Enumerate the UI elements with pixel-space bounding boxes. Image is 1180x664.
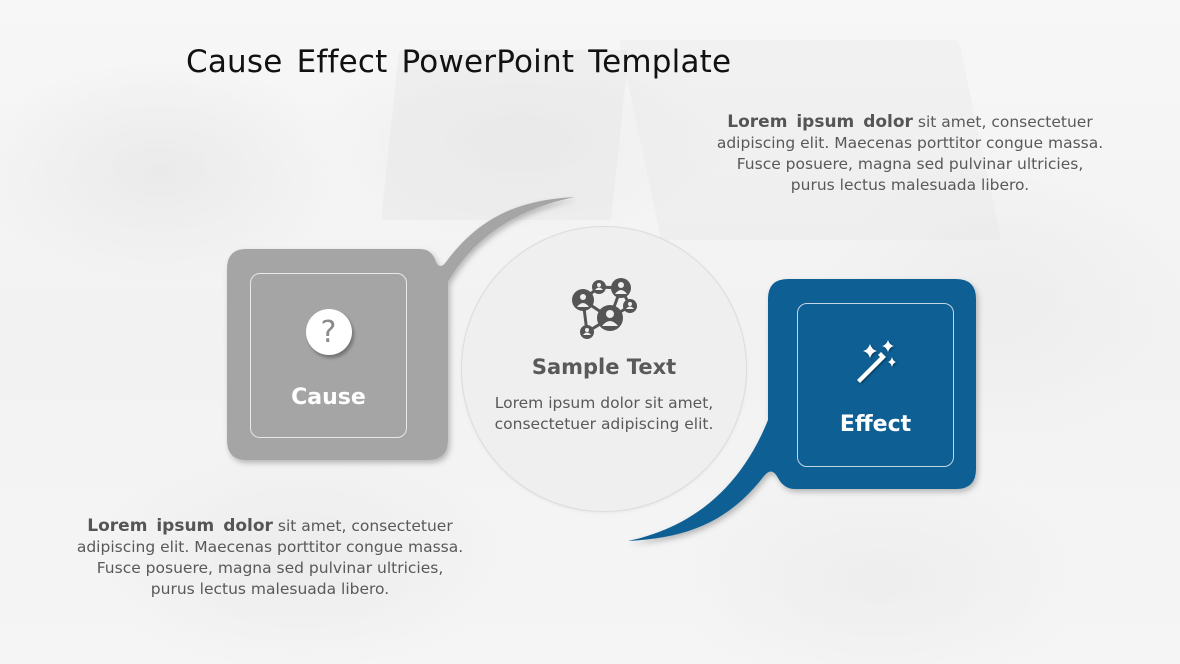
top-description: Lorem ipsum dolor sit amet, consectetuer… — [715, 112, 1105, 196]
top-description-bold: Lorem ipsum dolor — [727, 112, 913, 132]
bottom-description: Lorem ipsum dolor sit amet, consectetuer… — [75, 516, 465, 600]
effect-card[interactable]: Effect — [797, 303, 954, 467]
center-title: Sample Text — [531, 355, 677, 379]
cause-box — [227, 197, 575, 460]
center-description: Lorem ipsum dolor sit amet, consectetuer… — [494, 394, 714, 433]
center-circle — [461, 226, 747, 512]
magic-wand-icon — [856, 339, 896, 383]
people-network-icon — [572, 278, 637, 339]
cause-card[interactable]: ? Cause — [250, 273, 407, 438]
bottom-description-bold: Lorem ipsum dolor — [87, 516, 273, 536]
cause-label: Cause — [291, 385, 366, 410]
question-mark-icon: ? — [305, 309, 352, 355]
bottom-description-text: sit amet, consectetuer adipiscing elit. … — [76, 517, 464, 598]
top-description-text: sit amet, consectetuer adipiscing elit. … — [716, 113, 1104, 194]
slide-title: Cause Effect PowerPoint Template — [186, 44, 732, 80]
effect-label: Effect — [839, 411, 912, 437]
